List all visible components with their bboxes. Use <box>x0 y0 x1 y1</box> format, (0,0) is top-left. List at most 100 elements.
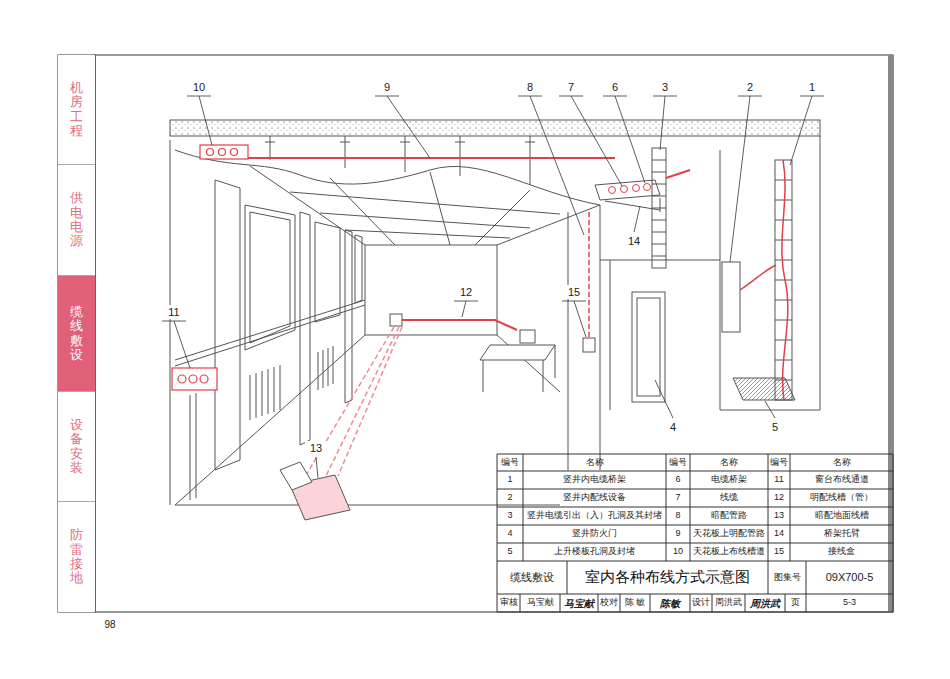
table-name: 暗配管路 <box>690 507 768 525</box>
cable-tray <box>609 187 616 194</box>
suspended-ceiling <box>175 150 600 335</box>
table-line <box>768 454 769 561</box>
table-number: 13 <box>768 507 790 525</box>
window-wall <box>175 300 365 366</box>
floor-hole <box>733 378 795 400</box>
leader-line <box>615 96 645 183</box>
table-header: 名称 <box>523 454 666 471</box>
shaft-wall <box>600 136 820 410</box>
callout-number: 1 <box>801 80 823 94</box>
table-line <box>666 454 667 561</box>
table-line <box>497 489 893 490</box>
ceiling-trunking <box>248 157 615 159</box>
table-number: 11 <box>768 471 790 489</box>
callout-number: 9 <box>376 80 398 94</box>
drawing-title: 室内各种布线方式示意图 <box>567 561 768 594</box>
table-number: 4 <box>497 525 523 543</box>
windowsill-trunking <box>189 375 197 383</box>
table-name: 接线盒 <box>790 543 893 561</box>
column <box>583 338 595 352</box>
signoff-cell: 5-3 <box>806 594 893 612</box>
floor-conduit <box>302 327 402 482</box>
table-line <box>497 525 893 526</box>
table-name: 竖井防火门 <box>523 525 666 543</box>
back-wall-trunking <box>402 320 517 330</box>
ceiling-trunking <box>207 149 214 156</box>
leader-line <box>574 301 586 337</box>
window-wall <box>215 180 240 470</box>
vertical-tray <box>740 265 776 290</box>
shaft-ladder <box>652 148 690 268</box>
table-line <box>497 454 498 561</box>
ceiling-trunking <box>219 149 226 156</box>
callout-number: 2 <box>739 80 761 94</box>
table-line <box>497 594 498 612</box>
signoff-cell: 校对 <box>598 594 620 612</box>
column <box>588 212 590 338</box>
atlas-label: 图集号 <box>768 561 806 594</box>
leader-line <box>730 96 750 262</box>
leader-line <box>174 321 190 368</box>
table-number: 10 <box>666 543 690 561</box>
tab-label: 防雷接地 <box>70 528 83 585</box>
table-line <box>497 507 893 508</box>
table-line <box>497 561 893 562</box>
table-line <box>520 594 521 612</box>
shaft-ladder <box>652 160 666 256</box>
table-number: 7 <box>666 489 690 507</box>
page-frame <box>58 55 95 612</box>
table-line <box>893 594 894 612</box>
leader-line <box>571 96 622 186</box>
window-wall <box>190 393 196 500</box>
table-number: 14 <box>768 525 790 543</box>
signature: 马宝献 <box>560 594 598 612</box>
desk <box>483 345 555 392</box>
leader-line <box>316 457 318 478</box>
distribution-cabinet <box>722 262 740 332</box>
callout-number: 8 <box>519 80 541 94</box>
table-name: 窗台布线通道 <box>790 471 893 489</box>
table-name: 天花板上明配管路 <box>690 525 768 543</box>
floor-trunking <box>280 462 350 520</box>
floor-hole <box>733 378 795 400</box>
table-line <box>598 594 599 612</box>
floor-line <box>175 335 560 505</box>
callout-number: 12 <box>455 285 477 299</box>
side-tab: 防雷接地 <box>58 502 95 612</box>
table-number: 15 <box>768 543 790 561</box>
window-wall <box>345 230 352 403</box>
table-name: 竖井电缆引出（入）孔洞及其封堵 <box>523 507 666 525</box>
table-line <box>893 561 894 594</box>
table-line <box>790 454 791 561</box>
desk <box>520 330 535 343</box>
table-line <box>560 594 561 612</box>
floor-trunking <box>280 462 312 490</box>
tab-label: 供电电源 <box>70 191 83 248</box>
table-name: 天花板上布线槽道 <box>690 543 768 561</box>
table-number: 8 <box>666 507 690 525</box>
vertical-tray <box>782 160 788 400</box>
callout-number: 14 <box>623 234 645 248</box>
table-number: 2 <box>497 489 523 507</box>
tab-label: 设备安装 <box>70 418 83 475</box>
side-tab: 机房工程 <box>58 55 95 165</box>
window-wall <box>315 222 340 322</box>
table-name: 线缆 <box>690 489 768 507</box>
shaft-ladder <box>666 170 690 178</box>
vertical-tray <box>740 160 792 400</box>
window-wall <box>245 205 295 350</box>
table-number: 1 <box>497 471 523 489</box>
table-line <box>650 594 651 612</box>
callout-number: 4 <box>662 420 684 434</box>
ceiling-trunking <box>200 145 248 159</box>
cable-tray <box>621 186 628 193</box>
table-line <box>806 561 807 594</box>
signoff-cell: 马宝献 <box>520 594 560 612</box>
window-wall <box>250 212 290 343</box>
signature: 周洪武 <box>745 594 785 612</box>
leader-line <box>765 401 775 418</box>
signoff-cell: 陈 敏 <box>620 594 650 612</box>
table-line <box>806 594 807 612</box>
